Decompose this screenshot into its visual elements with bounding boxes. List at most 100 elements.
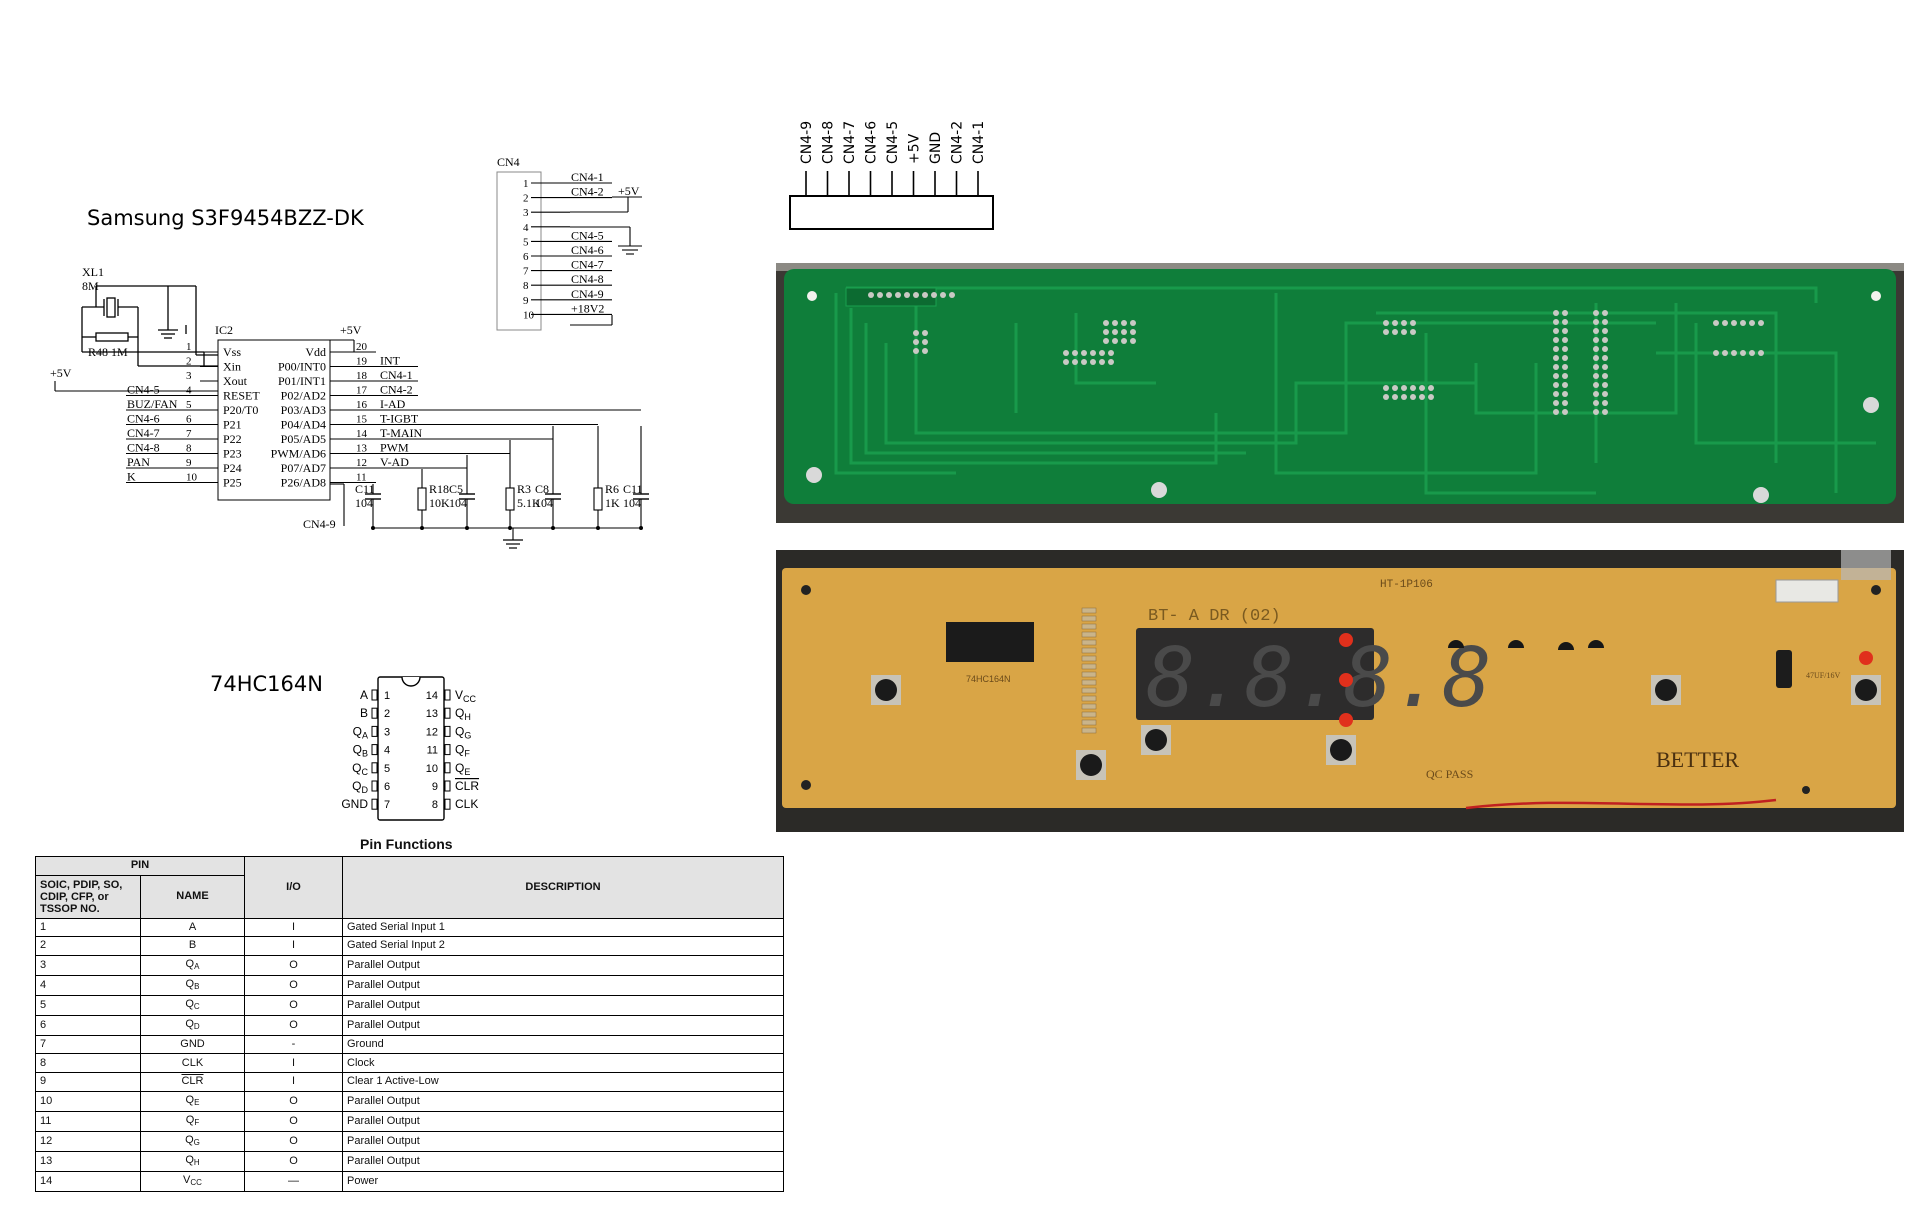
crystal-symbol [81,285,218,367]
pin-number-cell: 13 [35,1150,141,1172]
pin-name-text: GND [180,1038,205,1051]
solder-pad [1553,328,1559,334]
ic164-pin-name: GND [341,797,368,811]
ic2-body [217,339,331,501]
ic2-net-label: PAN [127,455,150,469]
solder-pad [1383,329,1389,335]
pin-name-subscript: A [194,961,200,971]
ic2-pin-name: P21 [223,418,242,432]
junction-dot [596,526,600,530]
pin-description-cell: Clear 1 Active-Low [342,1071,784,1092]
pin-description-cell: Clock [342,1053,784,1073]
ic164-pin-stub [371,725,378,737]
smd-resistor [1081,623,1097,630]
solder-pad [1553,409,1559,415]
pcb-back-photo [776,263,1904,523]
solder-pad [1410,394,1416,400]
solder-pad [1602,328,1608,334]
pin-name-cell: QE [140,1090,245,1112]
name-header: NAME [140,874,245,919]
pin-number-cell: 7 [35,1034,141,1055]
solder-pad [1593,310,1599,316]
smd-resistor [1081,655,1097,662]
ic164-pin-name: QC [352,761,368,777]
cn4-ref: CN4 [497,155,520,169]
smd-resistor [1081,671,1097,678]
pin-io-cell: O [244,1150,343,1172]
ic164-pin-stub [444,762,451,774]
solder-pad [1130,329,1136,335]
ic2-pin-name: Xout [223,374,248,388]
seven-segment-display [1136,628,1374,720]
solder-pad [1602,382,1608,388]
cn4-net-label: CN4-1 [571,170,604,184]
ic2-pin-number: 9 [186,457,192,469]
ic2-net-label: PWM [380,441,409,455]
junction-dot [420,526,424,530]
ic164-pin-number: 14 [426,690,438,702]
solder-pad [1392,385,1398,391]
ic2-net-label: K [127,470,136,484]
package-number-header: SOIC, PDIP, SO, CDIP, CFP, or TSSOP NO. [35,874,141,919]
solder-pad [1740,350,1746,356]
pin-name-text: Q [185,1113,195,1126]
solder-pad [1063,359,1069,365]
pin-number-cell: 8 [35,1053,141,1073]
solder-pad [913,330,919,336]
ic164-pin-stub [444,780,451,792]
smd-resistor [1081,647,1097,654]
solder-pad [1758,320,1764,326]
junction-dot [371,526,375,530]
solder-pad [1401,329,1407,335]
crystal-ref: XL1 [82,265,104,279]
solder-pad [1731,320,1737,326]
cn4-net-label: CN4-2 [571,185,604,199]
solder-pad [1121,338,1127,344]
ic2-pin-number: 10 [186,472,198,484]
ic164-pin-stub [371,707,378,719]
solder-pad [1553,373,1559,379]
vcc-right-label: +5V [340,323,362,337]
mount-hole [801,780,811,790]
tact-switch-button [1655,679,1677,701]
pcb-green-board [784,269,1896,504]
ic164-pin-number: 11 [427,745,438,757]
pin-name-subscript: F [194,1117,200,1127]
cn4-net-label: CN4-7 [571,258,604,272]
solder-pad [913,348,919,354]
header-pin-label: CN4-5 [885,121,901,164]
ic164-pin-stub [444,689,451,701]
pin-name-subscript: E [194,1097,200,1107]
solder-pad [1593,319,1599,325]
passive-ref: C11 [355,482,375,496]
solder-pad [1602,364,1608,370]
solder-pad [1410,320,1416,326]
solder-pad [1108,350,1114,356]
brand-text: BETTER [1656,747,1739,772]
passive-value: 104 [623,496,641,510]
red-led [1339,713,1353,727]
pin-io-cell: I [244,1053,343,1073]
pin-io-cell: - [244,1034,343,1055]
ic2-pin-name: P02/AD2 [281,389,326,403]
solder-pad [1401,394,1407,400]
electrolytic-capacitor [1776,650,1792,688]
smd-resistor [1081,727,1097,734]
solder-pad [922,330,928,336]
pin-name-text: V [183,1173,191,1186]
solder-pad [1103,338,1109,344]
pin-name-cell: QH [140,1150,245,1172]
pin-name-cell: CLR [140,1071,245,1092]
passive-value: 104 [355,496,373,510]
ic2-pin-number: 14 [356,428,368,440]
junction-dot [465,526,469,530]
smd-resistor [1081,639,1097,646]
solder-pad [1401,320,1407,326]
pin-name-cell: QC [140,994,245,1016]
pin-io-cell: O [244,974,343,996]
ic164-pin-stub [371,762,378,774]
ic164-pin-name: CLR [455,779,479,793]
